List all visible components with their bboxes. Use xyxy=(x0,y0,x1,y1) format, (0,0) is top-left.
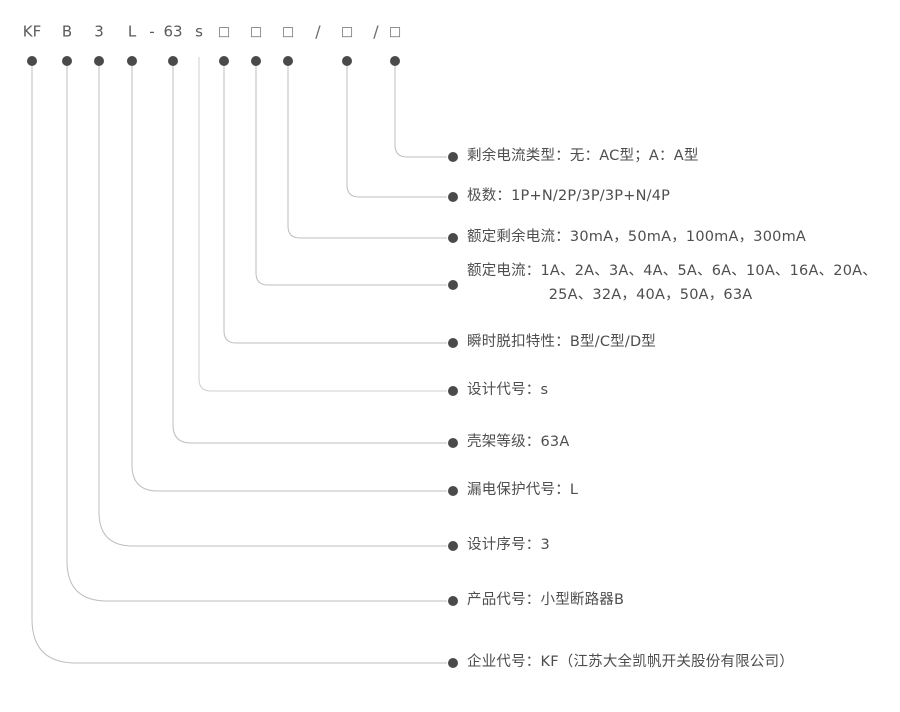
code-symbol-13: □ xyxy=(388,24,402,40)
code-symbol-10: / xyxy=(315,22,321,41)
label-rated_current-line1: 额定电流：1A、2A、3A、4A、5A、6A、10A、16A、20A、 xyxy=(467,263,877,280)
code-column-dot-9 xyxy=(283,56,293,66)
label-enterprise_code-line1: 企业代号：KF（江苏大全凯帆开关股份有限公司） xyxy=(467,654,794,671)
model-code-row: KF B 3 L-63 s □ □ □ / □ / □ xyxy=(0,0,900,60)
code-symbol-7: □ xyxy=(217,24,231,40)
code-symbol-1: B xyxy=(61,22,73,41)
label-design_serial: 设计序号：3 xyxy=(467,534,550,558)
label-rated_residual_current: 额定剩余电流：30mA，50mA，100mA，300mA xyxy=(467,226,806,250)
label-rated_current-line2: 25A、32A，40A，50A，63A xyxy=(467,287,753,303)
label-bullet-instant_trip xyxy=(448,338,458,348)
label-bullet-frame_rating xyxy=(448,438,458,448)
label-bullet-rated_residual_current xyxy=(448,233,458,243)
leader-line-rated_residual_current xyxy=(287,66,447,239)
leader-line-leakage_code xyxy=(131,66,447,492)
code-column-dot-5 xyxy=(168,56,178,66)
label-enterprise_code: 企业代号：KF（江苏大全凯帆开关股份有限公司） xyxy=(467,651,794,675)
label-design_serial-line1: 设计序号：3 xyxy=(467,537,550,554)
label-bullet-product_code xyxy=(448,596,458,606)
code-symbol-2: 3 xyxy=(94,22,104,41)
code-symbol-5: 63 xyxy=(163,22,183,41)
leader-line-design_code xyxy=(198,57,447,392)
leader-line-poles xyxy=(346,66,447,198)
label-poles-line1: 极数：1P+N/2P/3P/3P+N/4P xyxy=(467,188,671,205)
label-bullet-leakage_code xyxy=(448,486,458,496)
label-frame_rating-line1: 壳架等级：63A xyxy=(467,434,570,451)
code-column-dot-1 xyxy=(62,56,72,66)
leader-line-instant_trip xyxy=(223,66,447,344)
label-residual_current_type: 剩余电流类型：无：AC型；A：A型 xyxy=(467,145,699,169)
leader-line-product_code xyxy=(66,66,447,602)
label-bullet-rated_current xyxy=(448,280,458,290)
label-bullet-design_code xyxy=(448,386,458,396)
code-symbol-4: - xyxy=(149,22,155,41)
label-design_code-line1: 设计代号：s xyxy=(467,382,549,399)
leader-line-rated_current xyxy=(255,66,447,286)
code-symbol-0: KF xyxy=(22,22,42,41)
code-symbol-9: □ xyxy=(281,24,295,40)
leader-line-frame_rating xyxy=(172,66,447,444)
label-design_code: 设计代号：s xyxy=(467,379,548,403)
label-product_code-line1: 产品代号：小型断路器B xyxy=(467,592,625,609)
code-symbol-3: L xyxy=(127,22,137,41)
code-symbol-12: / xyxy=(373,22,379,41)
code-symbol-8: □ xyxy=(249,24,263,40)
label-leakage_code: 漏电保护代号：L xyxy=(467,479,578,503)
label-instant_trip-line1: 瞬时脱扣特性：B型/C型/D型 xyxy=(467,334,657,351)
code-column-dot-3 xyxy=(127,56,137,66)
code-symbol-11: □ xyxy=(340,24,354,40)
leader-line-residual_current_type xyxy=(394,66,447,158)
code-column-dot-8 xyxy=(251,56,261,66)
code-column-dot-11 xyxy=(342,56,352,66)
label-bullet-poles xyxy=(448,192,458,202)
label-bullet-enterprise_code xyxy=(448,658,458,668)
label-instant_trip: 瞬时脱扣特性：B型/C型/D型 xyxy=(467,331,656,355)
code-column-dot-13 xyxy=(390,56,400,66)
label-residual_current_type-line1: 剩余电流类型：无：AC型；A：A型 xyxy=(467,148,699,165)
code-column-dot-0 xyxy=(27,56,37,66)
leader-line-enterprise_code xyxy=(31,66,447,664)
label-bullet-residual_current_type xyxy=(448,152,458,162)
label-bullet-design_serial xyxy=(448,541,458,551)
leader-line-design_serial xyxy=(98,66,447,547)
label-rated_residual_current-line1: 额定剩余电流：30mA，50mA，100mA，300mA xyxy=(467,229,807,246)
label-frame_rating: 壳架等级：63A xyxy=(467,431,569,455)
label-poles: 极数：1P+N/2P/3P/3P+N/4P xyxy=(467,185,670,209)
label-rated_current: 额定电流：1A、2A、3A、4A、5A、6A、10A、16A、20A、 25A、… xyxy=(467,260,877,308)
code-column-dot-2 xyxy=(94,56,104,66)
code-column-dot-7 xyxy=(219,56,229,66)
code-symbol-6: s xyxy=(195,22,203,41)
label-product_code: 产品代号：小型断路器B xyxy=(467,589,624,613)
label-leakage_code-line1: 漏电保护代号：L xyxy=(467,482,579,499)
